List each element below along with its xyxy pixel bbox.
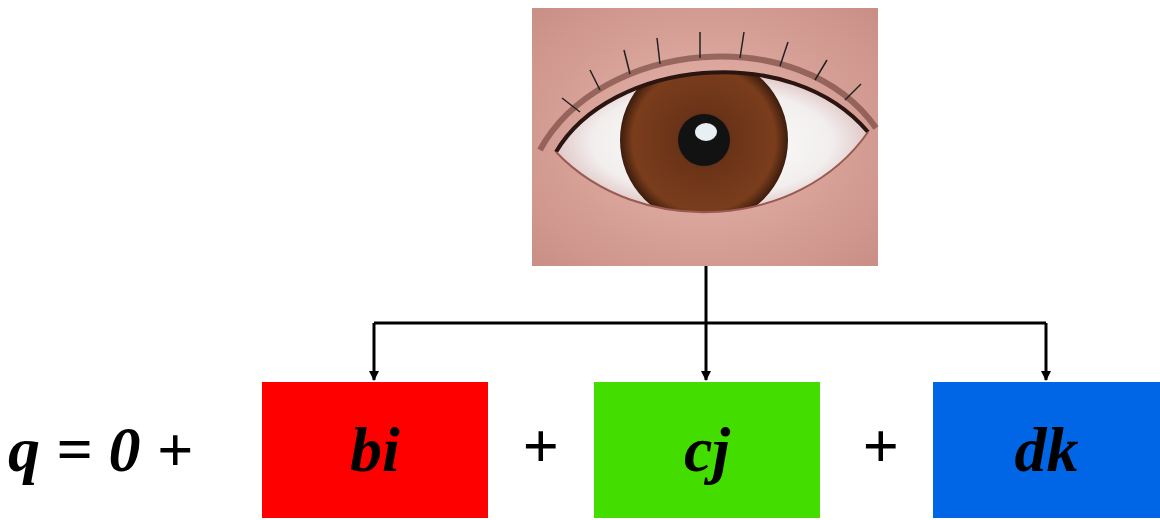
- term-box: dk: [933, 382, 1160, 518]
- term-text: bi: [350, 413, 400, 487]
- term-box: bi: [262, 382, 488, 518]
- plus-sign: +: [522, 414, 558, 478]
- term-box: cj: [594, 382, 820, 518]
- plus-sign: +: [862, 414, 898, 478]
- term-text: cj: [684, 413, 730, 487]
- equation-text: q = 0 +: [8, 418, 193, 482]
- term-text: dk: [1015, 413, 1079, 487]
